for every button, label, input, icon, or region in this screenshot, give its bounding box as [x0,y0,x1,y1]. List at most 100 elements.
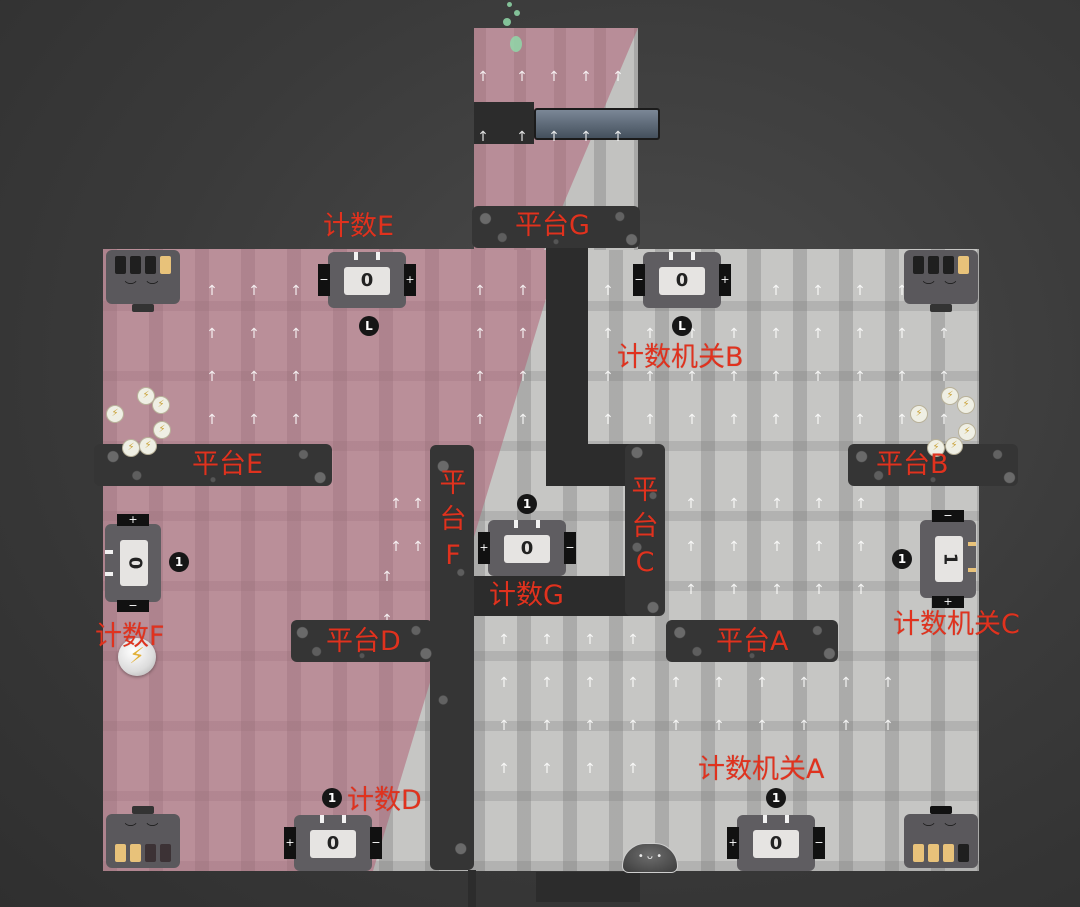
up-arrow-icon: ↑ [812,412,824,428]
up-arrow-icon: ↑ [854,283,866,299]
up-arrow-icon: ↑ [728,582,740,598]
up-arrow-icon: ↑ [854,326,866,342]
up-arrow-icon: ↑ [728,326,740,342]
up-arrow-icon: ↑ [770,283,782,299]
up-arrow-icon: ↑ [248,412,260,428]
up-arrow-icon: ↑ [896,326,908,342]
up-arrow-icon: ↑ [612,129,624,145]
player-blob[interactable]: • ᴗ • [622,843,678,873]
up-arrow-icon: ↑ [206,283,218,299]
up-arrow-icon: ↑ [290,369,302,385]
up-arrow-icon: ↑ [938,326,950,342]
counter-switch-c[interactable]: − + 1 [920,510,976,608]
counter-switch-b[interactable]: − + 0 [633,252,731,308]
up-arrow-icon: ↑ [770,369,782,385]
lightning-coin-icon[interactable]: ⚡ [152,396,170,414]
lightning-coin-icon[interactable]: ⚡ [945,437,963,455]
up-arrow-icon: ↑ [516,129,528,145]
lightning-coin-icon[interactable]: ⚡ [941,387,959,405]
up-arrow-icon: ↑ [584,761,596,777]
counter-switch-a-badge: 1 [766,788,786,808]
plus-sign: + [404,264,416,296]
label-platform-d: 平台D [326,626,401,657]
up-arrow-icon: ↑ [248,326,260,342]
up-arrow-icon: ↑ [541,675,553,691]
platform-g [472,206,640,248]
up-arrow-icon: ↑ [670,675,682,691]
lightning-coin-icon[interactable]: ⚡ [957,396,975,414]
counter-f[interactable]: + − 0 [105,514,161,612]
minus-sign: − [932,510,964,522]
up-arrow-icon: ↑ [938,369,950,385]
up-arrow-icon: ↑ [686,412,698,428]
pink-zone [103,249,561,871]
up-arrow-icon: ↑ [685,496,697,512]
lightning-coin-icon[interactable]: ⚡ [106,405,124,423]
label-counter-switch-a: 计数机关A [698,754,825,785]
up-arrow-icon: ↑ [813,496,825,512]
lightning-coin-icon[interactable]: ⚡ [139,437,157,455]
up-arrow-icon: ↑ [516,69,528,85]
up-arrow-icon: ↑ [882,675,894,691]
big-lightning-coin-icon[interactable]: ⚡ [118,638,156,676]
lightning-coin-icon[interactable]: ⚡ [958,423,976,441]
up-arrow-icon: ↑ [770,326,782,342]
up-arrow-icon: ↑ [474,326,486,342]
up-arrow-icon: ↑ [474,283,486,299]
up-arrow-icon: ↑ [685,582,697,598]
battery-face-top-left: ︶ ︶ [106,250,180,312]
counter-switch-a[interactable]: + − 0 [727,815,825,871]
plus-sign: + [719,264,731,296]
counter-g[interactable]: + − 0 [478,520,576,576]
up-arrow-icon: ↑ [548,129,560,145]
lightning-coin-icon[interactable]: ⚡ [153,421,171,439]
minus-sign: − [318,264,330,296]
up-arrow-icon: ↑ [771,539,783,555]
up-arrow-icon: ↑ [602,283,614,299]
label-counter-switch-b: 计数机关B [617,342,744,373]
up-arrow-icon: ↑ [812,326,824,342]
up-arrow-icon: ↑ [728,369,740,385]
up-arrow-icon: ↑ [584,675,596,691]
lightning-coin-icon[interactable]: ⚡ [910,405,928,423]
up-arrow-icon: ↑ [770,412,782,428]
minus-sign: − [633,264,645,296]
counter-e[interactable]: − + 0 [318,252,416,308]
label-platform-a: 平台A [716,626,789,657]
up-arrow-icon: ↑ [840,718,852,734]
up-arrow-icon: ↑ [644,412,656,428]
counter-g-wall [466,576,642,616]
up-arrow-icon: ↑ [548,69,560,85]
up-arrow-icon: ↑ [855,582,867,598]
counter-d[interactable]: + − 0 [284,815,382,871]
minus-sign: − [370,827,382,859]
up-arrow-icon: ↑ [517,412,529,428]
battery-face-top-right: ︶ ︶ [904,250,978,312]
bubble [507,2,512,7]
up-arrow-icon: ↑ [541,632,553,648]
up-arrow-icon: ↑ [206,369,218,385]
up-arrow-icon: ↑ [584,718,596,734]
up-arrow-icon: ↑ [627,761,639,777]
face-eyes-icon: ︶ ︶ [124,822,162,836]
lightning-coin-icon[interactable]: ⚡ [927,439,945,457]
lightning-coin-icon[interactable]: ⚡ [122,439,140,457]
up-arrow-icon: ↑ [498,718,510,734]
label-counter-switch-c: 计数机关C [893,609,1020,640]
lightning-coin-icon[interactable]: ⚡ [137,387,155,405]
up-arrow-icon: ↑ [381,569,393,585]
up-arrow-icon: ↑ [756,718,768,734]
label-platform-g: 平台G [515,210,590,241]
up-arrow-icon: ↑ [798,675,810,691]
up-arrow-icon: ↑ [517,369,529,385]
up-arrow-icon: ↑ [290,283,302,299]
platform-f [430,445,474,870]
minus-sign: − [117,600,149,612]
counter-switch-c-value: 1 [935,536,963,582]
up-arrow-icon: ↑ [248,369,260,385]
up-arrow-icon: ↑ [498,632,510,648]
up-arrow-icon: ↑ [602,326,614,342]
up-arrow-icon: ↑ [474,412,486,428]
platform-a [666,620,838,662]
plus-sign: + [117,514,149,526]
